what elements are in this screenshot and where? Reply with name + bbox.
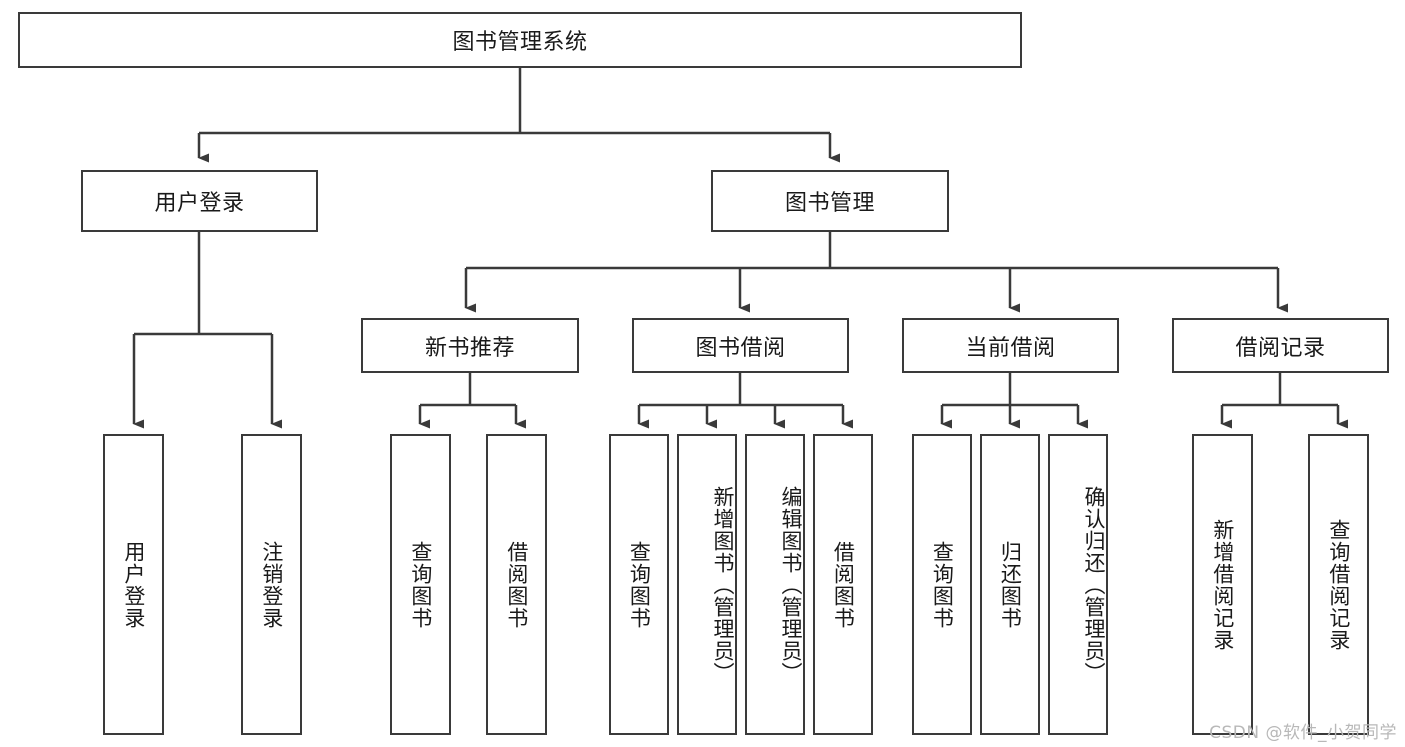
node-label: 新书推荐: [424, 335, 515, 361]
leaf-new-book-borrow-book[interactable]: 借阅图书: [486, 434, 547, 735]
csdn-watermark: CSDN @软件_小贺同学: [1209, 723, 1397, 743]
leaf-new-book-query-book[interactable]: 查询图书: [390, 434, 451, 735]
node-label: 用户登录: [121, 540, 146, 629]
node-label: 查询图书: [408, 540, 433, 629]
node-user-login[interactable]: 用户登录: [81, 170, 318, 232]
leaf-current-borrow-confirm-return-admin[interactable]: 确认归还（管理员）: [1048, 434, 1108, 735]
leaf-book-borrow-edit-book-admin[interactable]: 编辑图书（管理员）: [745, 434, 805, 735]
node-label: 借阅图书: [504, 540, 529, 629]
node-label: 用户登录: [154, 191, 245, 216]
node-label: 借阅图书: [831, 540, 856, 629]
node-label: 图书管理: [784, 191, 875, 216]
node-label: 借阅记录: [1235, 335, 1326, 361]
leaf-borrow-record-query-record[interactable]: 查询借阅记录: [1308, 434, 1369, 735]
node-borrow-record[interactable]: 借阅记录: [1172, 318, 1389, 373]
node-label: 图书借阅: [695, 335, 786, 361]
leaf-current-borrow-return-book[interactable]: 归还图书: [980, 434, 1040, 735]
node-label: 新增图书（管理员）: [711, 485, 735, 684]
leaf-book-borrow-borrow-book[interactable]: 借阅图书: [813, 434, 873, 735]
node-label: 归还图书: [998, 540, 1023, 629]
leaf-current-borrow-query-book[interactable]: 查询图书: [912, 434, 972, 735]
node-label: 当前借阅: [965, 335, 1056, 361]
leaf-user-login-login[interactable]: 用户登录: [103, 434, 164, 735]
node-book-borrow[interactable]: 图书借阅: [632, 318, 849, 373]
node-book-management[interactable]: 图书管理: [711, 170, 949, 232]
leaf-user-login-logout[interactable]: 注销登录: [241, 434, 302, 735]
node-label: 注销登录: [259, 540, 284, 629]
node-label: 确认归还（管理员）: [1082, 485, 1106, 684]
leaf-book-borrow-query-book[interactable]: 查询图书: [609, 434, 669, 735]
node-label: 图书管理系统: [452, 30, 588, 55]
leaf-borrow-record-add-record[interactable]: 新增借阅记录: [1192, 434, 1253, 735]
node-label: 编辑图书（管理员）: [779, 485, 803, 684]
leaf-book-borrow-add-book-admin[interactable]: 新增图书（管理员）: [677, 434, 737, 735]
node-new-book-recommend[interactable]: 新书推荐: [361, 318, 579, 373]
node-root-book-management-system[interactable]: 图书管理系统: [18, 12, 1022, 68]
node-current-borrow[interactable]: 当前借阅: [902, 318, 1119, 373]
node-label: 查询图书: [930, 540, 955, 629]
node-label: 查询图书: [627, 540, 652, 629]
node-label: 查询借阅记录: [1326, 518, 1351, 651]
node-label: 新增借阅记录: [1210, 518, 1235, 651]
